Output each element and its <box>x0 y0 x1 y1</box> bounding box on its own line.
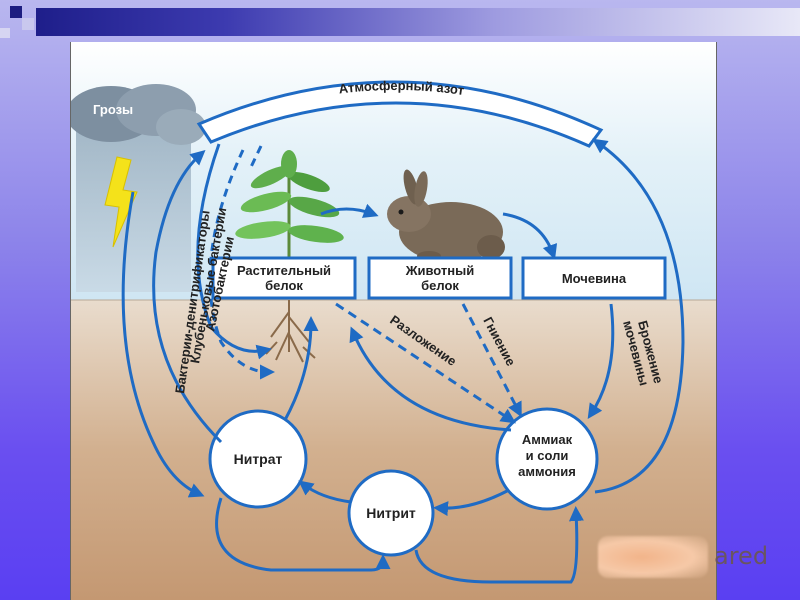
arrow-urea-fermentation <box>587 303 615 419</box>
storm-cloud <box>71 84 206 292</box>
lightning-bolt-icon <box>104 156 138 248</box>
arrow-bottom-right-loop <box>414 506 584 584</box>
arrow-animal-to-urea <box>502 212 558 260</box>
arrow-nodule-bacteria <box>196 143 272 360</box>
arrow-storms-to-nitrate <box>121 191 205 498</box>
header-square-navy <box>10 6 22 18</box>
arrow-ammonia-to-atmosphere <box>592 138 685 494</box>
nitrite-node <box>347 469 435 557</box>
atmospheric-nitrogen-label: Атмосферный азот <box>338 78 465 98</box>
arrow-ammonia-to-nitrite <box>433 488 510 517</box>
nitrogen-cycle-diagram: Грозы Атмосферный азот Растительный бело… <box>70 42 717 600</box>
animal-protein-label-1: Животный <box>405 263 475 278</box>
nitrite-label: Нитрит <box>366 505 416 521</box>
arrow-plant-to-animal <box>320 203 379 218</box>
header-square-light-2 <box>0 28 10 38</box>
arrow-nitrite-to-nitrate <box>298 480 352 504</box>
watermark-text: ared <box>714 542 769 570</box>
slide-header-bar <box>0 0 800 40</box>
header-square-light <box>22 18 34 30</box>
ammonia-label-2: и соли <box>526 448 569 463</box>
urea-box <box>521 256 667 300</box>
nitrate-label: Нитрат <box>234 451 283 467</box>
arrow-atm-dashed-1 <box>249 145 263 168</box>
plant-protein-label-1: Растительный <box>237 263 331 278</box>
arrow-azotobacter <box>208 149 275 380</box>
rabbit-illustration <box>387 169 505 262</box>
animal-protein-label-2: белок <box>421 278 459 293</box>
ammonia-label-1: Аммиак <box>522 432 573 447</box>
storms-label: Грозы <box>93 102 133 117</box>
plant-protein-label-2: белок <box>265 278 303 293</box>
urea-label: Мочевина <box>562 271 627 286</box>
arrow-nitrate-to-plant <box>283 316 319 421</box>
cycle-arrows <box>121 138 685 584</box>
nitrate-node <box>208 409 308 509</box>
animal-protein-box <box>367 256 513 300</box>
ammonia-label-3: аммония <box>518 464 576 479</box>
arrow-denitrifiers <box>152 150 223 444</box>
watermark-blob <box>598 536 708 578</box>
atmosphere-arc-band <box>196 80 604 148</box>
arrow-bottom-left-loop <box>215 497 391 572</box>
plant-protein-box <box>211 256 357 300</box>
watermark: ared <box>598 530 778 580</box>
arrow-decomposition <box>335 302 517 424</box>
arrow-ammonia-to-plant <box>349 326 512 432</box>
ammonia-node <box>495 407 599 511</box>
diagram-canvas: Грозы Атмосферный азот Растительный бело… <box>71 42 716 600</box>
arrow-rotting <box>461 303 522 418</box>
header-gradient-bar <box>36 8 800 36</box>
